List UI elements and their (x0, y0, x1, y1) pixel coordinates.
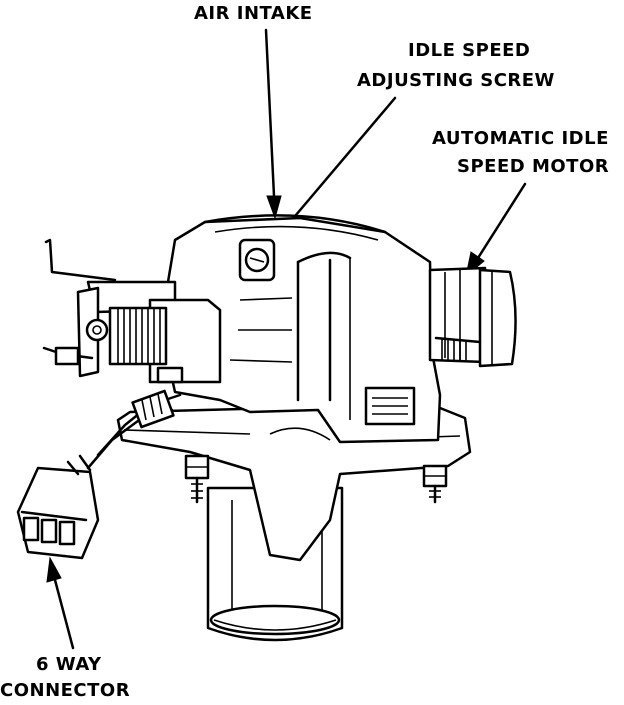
ais-motor (428, 266, 517, 368)
label-ais-motor-line2: SPEED MOTOR (457, 156, 609, 177)
six-way-connector (16, 454, 100, 560)
id-plate (364, 386, 416, 426)
label-idle-speed-line1: IDLE SPEED (408, 40, 530, 61)
main-housing (166, 214, 442, 444)
leader-connector (46, 556, 75, 650)
flange-stud-right (422, 464, 448, 504)
label-idle-speed-line2: ADJUSTING SCREW (357, 70, 555, 91)
throttle-linkage (42, 238, 222, 384)
throttle-body (16, 214, 517, 642)
flange-stud-left (184, 454, 210, 504)
sensor-harness (86, 389, 182, 470)
idle-speed-screw (238, 238, 276, 282)
leader-air-intake (264, 28, 282, 220)
label-air-intake: AIR INTAKE (194, 3, 313, 24)
throttle-return-spring (108, 306, 168, 366)
label-connector-line1: 6 WAY (36, 654, 102, 675)
leader-ais-motor (465, 182, 527, 278)
label-ais-motor-line1: AUTOMATIC IDLE (432, 128, 609, 149)
label-connector-line2: CONNECTOR (0, 680, 130, 700)
